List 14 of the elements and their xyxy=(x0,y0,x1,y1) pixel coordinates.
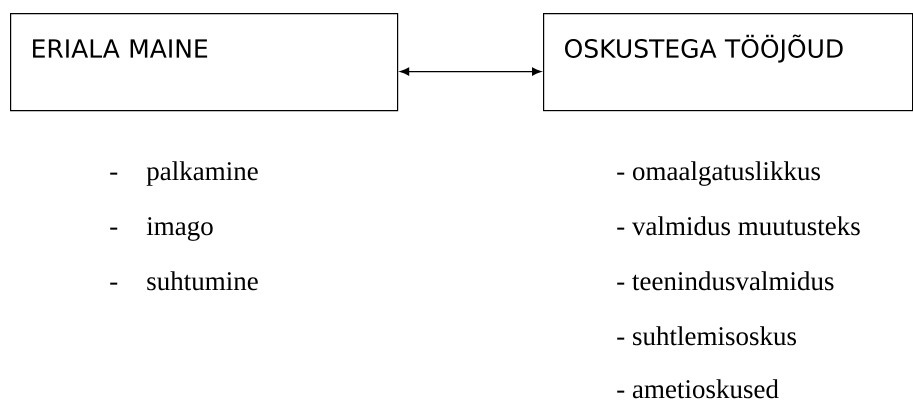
list-item: - valmidus muutusteks xyxy=(617,216,860,236)
arrow xyxy=(400,68,542,76)
list-item: - xyxy=(110,282,118,285)
list-item: - teenindusvalmidus xyxy=(617,271,834,290)
text-box: OSKUSTEGA TÖÖJÕUD xyxy=(543,13,913,112)
text-box: ERIALA MAINE xyxy=(10,13,398,112)
list-item: - xyxy=(110,228,118,230)
list-item: - omaalgatuslikkus xyxy=(617,161,820,186)
list-item: - ametioskused xyxy=(617,379,779,398)
list-item: - suhtlemisoskus xyxy=(617,326,796,346)
list-item: imago xyxy=(146,217,213,241)
list-item: - xyxy=(110,172,118,175)
list-item: suhtumine xyxy=(147,271,258,290)
list-item: palkamine xyxy=(146,161,258,186)
